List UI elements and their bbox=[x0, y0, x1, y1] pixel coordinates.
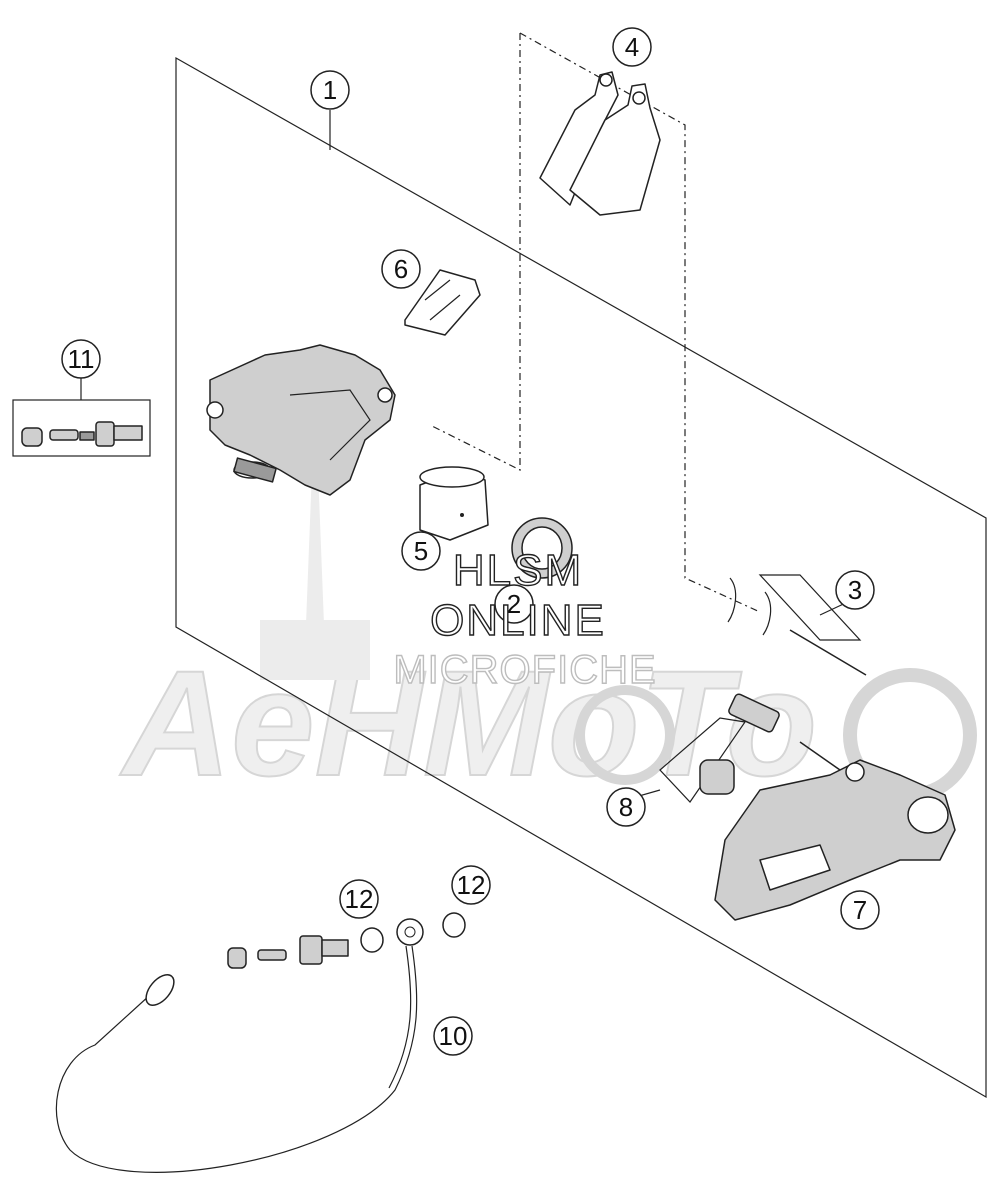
bleeder-kit-parts bbox=[21, 421, 143, 447]
callout-3: 3 bbox=[835, 570, 875, 610]
svg-text:12: 12 bbox=[345, 884, 374, 914]
watermark-spire-icon bbox=[260, 470, 370, 680]
seal-ring bbox=[511, 517, 573, 579]
svg-text:6: 6 bbox=[394, 254, 408, 284]
callout-1: 1 bbox=[310, 70, 350, 110]
brake-hose bbox=[55, 918, 424, 1173]
callout-4: 4 bbox=[612, 27, 652, 67]
svg-text:7: 7 bbox=[853, 895, 867, 925]
copper-washers bbox=[360, 912, 466, 953]
pads-dashed-frame bbox=[519, 32, 761, 613]
assembly-frame bbox=[175, 56, 987, 1099]
callout-10: 10 bbox=[433, 1016, 473, 1056]
watermark-line-2: ONLINE bbox=[430, 596, 606, 645]
svg-text:11: 11 bbox=[68, 344, 95, 374]
caliper-carrier bbox=[714, 741, 956, 921]
hose-fitting-parts bbox=[227, 935, 349, 969]
caliper-dashed-frame bbox=[429, 33, 521, 471]
callout-5: 5 bbox=[401, 531, 441, 571]
callout-2: 2 bbox=[494, 584, 534, 624]
svg-text:1: 1 bbox=[323, 75, 337, 105]
svg-text:3: 3 bbox=[848, 575, 862, 605]
pad-spring bbox=[404, 269, 481, 336]
watermark-line-1: HLSM bbox=[453, 546, 583, 595]
callout-6: 6 bbox=[381, 249, 421, 289]
watermark-text: HLSM ONLINE MICROFICHE bbox=[393, 545, 657, 692]
watermark-line-3: MICROFICHE bbox=[393, 648, 656, 692]
svg-text:2: 2 bbox=[507, 589, 521, 619]
caliper-body bbox=[206, 344, 396, 496]
callout-7: 7 bbox=[840, 890, 880, 930]
guide-pins bbox=[659, 693, 780, 803]
pad-pin bbox=[727, 574, 867, 676]
callout-12-left: 12 bbox=[339, 879, 379, 919]
callout-11: 11 bbox=[61, 339, 101, 379]
watermark-logo: AeHMoTo bbox=[118, 470, 977, 808]
piston bbox=[419, 466, 489, 541]
svg-text:10: 10 bbox=[439, 1021, 468, 1051]
callout-8: 8 bbox=[606, 787, 646, 827]
brake-pads bbox=[539, 71, 661, 216]
watermark-logo-text: AeHMoTo bbox=[119, 639, 817, 807]
svg-text:8: 8 bbox=[619, 792, 633, 822]
svg-text:12: 12 bbox=[457, 870, 486, 900]
svg-text:5: 5 bbox=[414, 536, 428, 566]
callout-12-right: 12 bbox=[451, 865, 491, 905]
svg-text:4: 4 bbox=[625, 32, 639, 62]
